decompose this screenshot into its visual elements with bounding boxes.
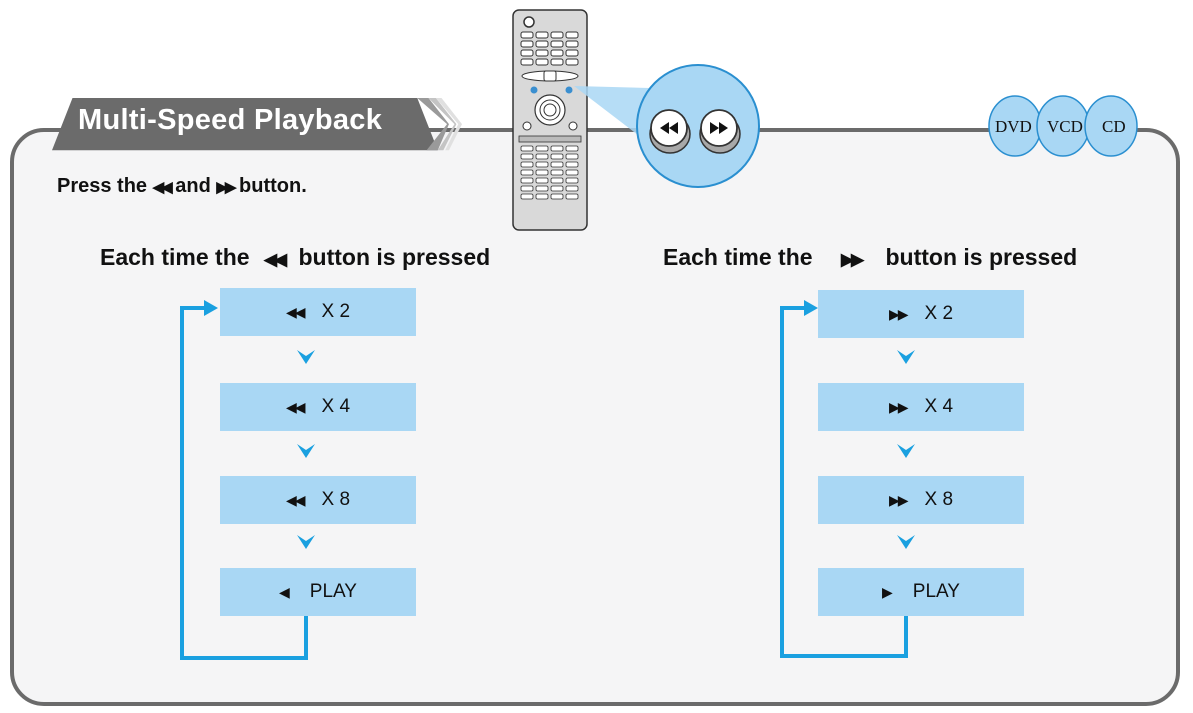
rewind-symbol-icon: ◀◀: [285, 303, 305, 320]
down-arrow-icon: [297, 350, 315, 364]
rewind-step-x4: ◀◀ X 4: [220, 383, 416, 431]
fast-forward-symbol-icon: ▶▶: [216, 179, 236, 196]
page-title: Multi-Speed Playback: [78, 104, 383, 136]
zoom-callout-icon: [574, 64, 760, 188]
play-icon: ▶: [882, 583, 893, 600]
rewind-step-x2: ◀◀ X 2: [220, 288, 416, 336]
fast-forward-button-icon: [699, 109, 741, 154]
rewind-step-x8: ◀◀ X 8: [220, 476, 416, 524]
fast-forward-symbol-icon: ▶▶: [888, 305, 908, 322]
forward-step-x8: ▶▶ X 8: [818, 476, 1024, 524]
disc-dvd-label: DVD: [995, 117, 1032, 136]
down-arrow-icon: [897, 444, 915, 458]
rewind-symbol-icon: ◀◀: [152, 179, 173, 196]
fast-forward-symbol-icon: ▶▶: [888, 491, 908, 508]
rewind-button-icon: [649, 109, 691, 154]
down-arrow-icon: [897, 350, 915, 364]
remote-control-icon: [512, 9, 588, 231]
down-arrow-icon: [297, 444, 315, 458]
rewind-symbol-icon: ◀◀: [285, 398, 305, 415]
rewind-symbol-icon: ◀◀: [263, 250, 287, 269]
title-tab: [52, 98, 462, 151]
down-arrow-icon: [297, 535, 315, 549]
forward-column-heading: Each time the ▶▶ button is pressed: [663, 244, 1078, 270]
rewind-step-play: ◀ PLAY: [220, 568, 416, 616]
fast-forward-symbol-icon: ▶▶: [888, 398, 908, 415]
forward-step-x4: ▶▶ X 4: [818, 383, 1024, 431]
disc-type-icons: [988, 95, 1138, 157]
down-arrow-icon: [897, 535, 915, 549]
fast-forward-symbol-icon: ▶▶: [840, 250, 864, 269]
rewind-column-heading: Each time the ◀◀ button is pressed: [100, 244, 491, 270]
rewind-symbol-icon: ◀◀: [285, 491, 305, 508]
forward-step-x2: ▶▶ X 2: [818, 290, 1024, 338]
forward-step-play: ▶ PLAY: [818, 568, 1024, 616]
instruction-text: Press the ◀◀ and ▶▶ button.: [57, 175, 307, 197]
disc-vcd-label: VCD: [1047, 117, 1083, 136]
reverse-play-icon: ◀: [279, 583, 290, 600]
disc-cd-label: CD: [1102, 117, 1126, 136]
